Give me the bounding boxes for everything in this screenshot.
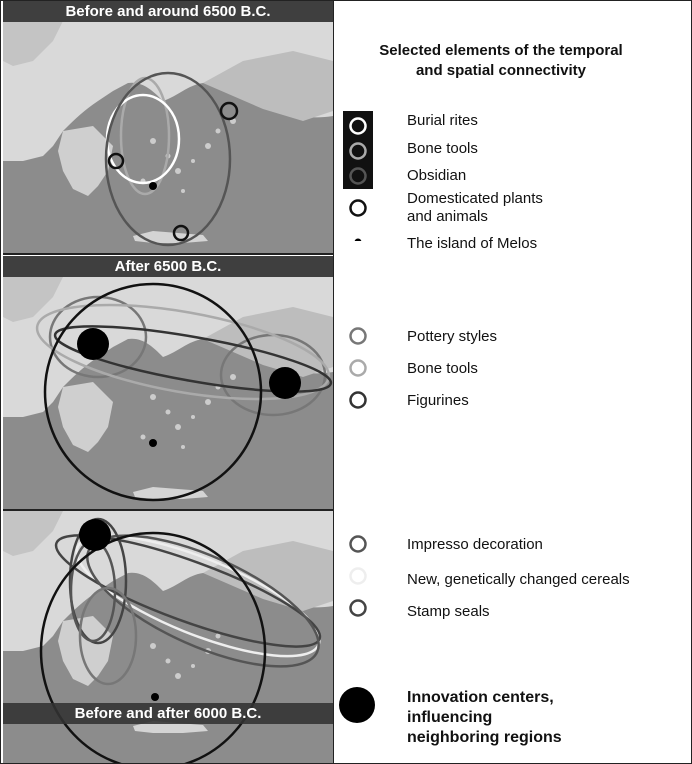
- map-top: [3, 21, 333, 247]
- map-middle: [3, 277, 333, 502]
- legend-innovation-symbol: [339, 687, 375, 723]
- melos-dot: [149, 182, 157, 190]
- legend-label: Stamp seals: [407, 603, 490, 620]
- impresso-ellipse-3: [78, 586, 138, 686]
- legend-label: Obsidian: [407, 167, 467, 184]
- bone-tools-symbol: [349, 359, 367, 377]
- legend-label: Bone tools: [407, 140, 478, 157]
- figurines-symbol: [349, 391, 367, 409]
- panel-divider: [3, 509, 333, 511]
- panel-border: [333, 1, 334, 763]
- legend-label: Bone tools: [407, 360, 478, 377]
- legend-label: Figurines: [407, 392, 469, 409]
- melos-dot: [151, 693, 159, 701]
- outer-circle: [39, 531, 267, 763]
- innovation-center-icon: [339, 687, 375, 723]
- melos-dot: [149, 439, 157, 447]
- legend-label: New, genetically changed cereals: [407, 571, 630, 588]
- legend-label: neighboring regions: [407, 729, 562, 746]
- innovation-center-2: [269, 367, 301, 399]
- panel-title-bottom: Before and after 6000 B.C.: [3, 703, 333, 724]
- map-panel-middle: [3, 277, 333, 509]
- map-bottom: [3, 511, 333, 763]
- panel-divider: [3, 253, 333, 255]
- legend-symbols-group-1: [349, 117, 367, 241]
- legend-label: and animals: [407, 208, 488, 225]
- legend-title-line-1: Selected elements of the temporal: [379, 42, 623, 59]
- outer-circle: [43, 282, 263, 502]
- legend-title-line-2: and spatial connectivity: [415, 62, 587, 79]
- burial-rites-symbol: [349, 117, 367, 135]
- legend-label: Pottery styles: [407, 328, 498, 345]
- impresso-ellipse-1: [86, 534, 320, 668]
- bone-tools-symbol: [349, 142, 367, 160]
- pottery-symbol: [349, 327, 367, 345]
- islands: [140, 118, 236, 193]
- stamp-seals-symbol: [349, 599, 367, 617]
- cereals-symbol: [349, 567, 367, 585]
- stamp-seals-ellipse-1: [54, 534, 322, 648]
- domesticated-circle-2: [107, 152, 125, 170]
- legend-label: The island of Melos: [407, 235, 538, 252]
- map-panel-bottom: [3, 511, 333, 763]
- obsidian-ellipse: [104, 71, 232, 247]
- panel-title-middle: After 6500 B.C.: [3, 256, 333, 277]
- legend-symbols-group-2: [349, 327, 367, 409]
- impresso-symbol: [349, 535, 367, 553]
- melos-symbol: [354, 238, 362, 241]
- legend-dark-swatch: [343, 111, 373, 189]
- figurines-ellipse: [53, 325, 333, 393]
- innovation-center-1: [77, 328, 109, 360]
- obsidian-symbol: [349, 167, 367, 185]
- legend-symbols-group-3: [349, 535, 367, 617]
- stamp-seals-ellipse-2: [68, 517, 128, 645]
- domesticated-symbol: [349, 199, 367, 217]
- panel-title-top: Before and around 6500 B.C.: [3, 1, 333, 22]
- legend-title: Selected elements of the temporal and sp…: [346, 41, 656, 81]
- pottery-ellipse-1: [48, 295, 148, 379]
- domesticated-circle-3: [172, 224, 190, 242]
- legend-label: Innovation centers,: [407, 689, 554, 706]
- innovation-center: [79, 519, 111, 551]
- map-panel-top: [3, 21, 333, 253]
- legend-label: influencing: [407, 709, 493, 726]
- domesticated-circle-1: [219, 101, 239, 121]
- legend-label: Impresso decoration: [407, 536, 543, 553]
- legend-label: Domesticated plants: [407, 190, 543, 207]
- legend-label: Burial rites: [407, 112, 478, 129]
